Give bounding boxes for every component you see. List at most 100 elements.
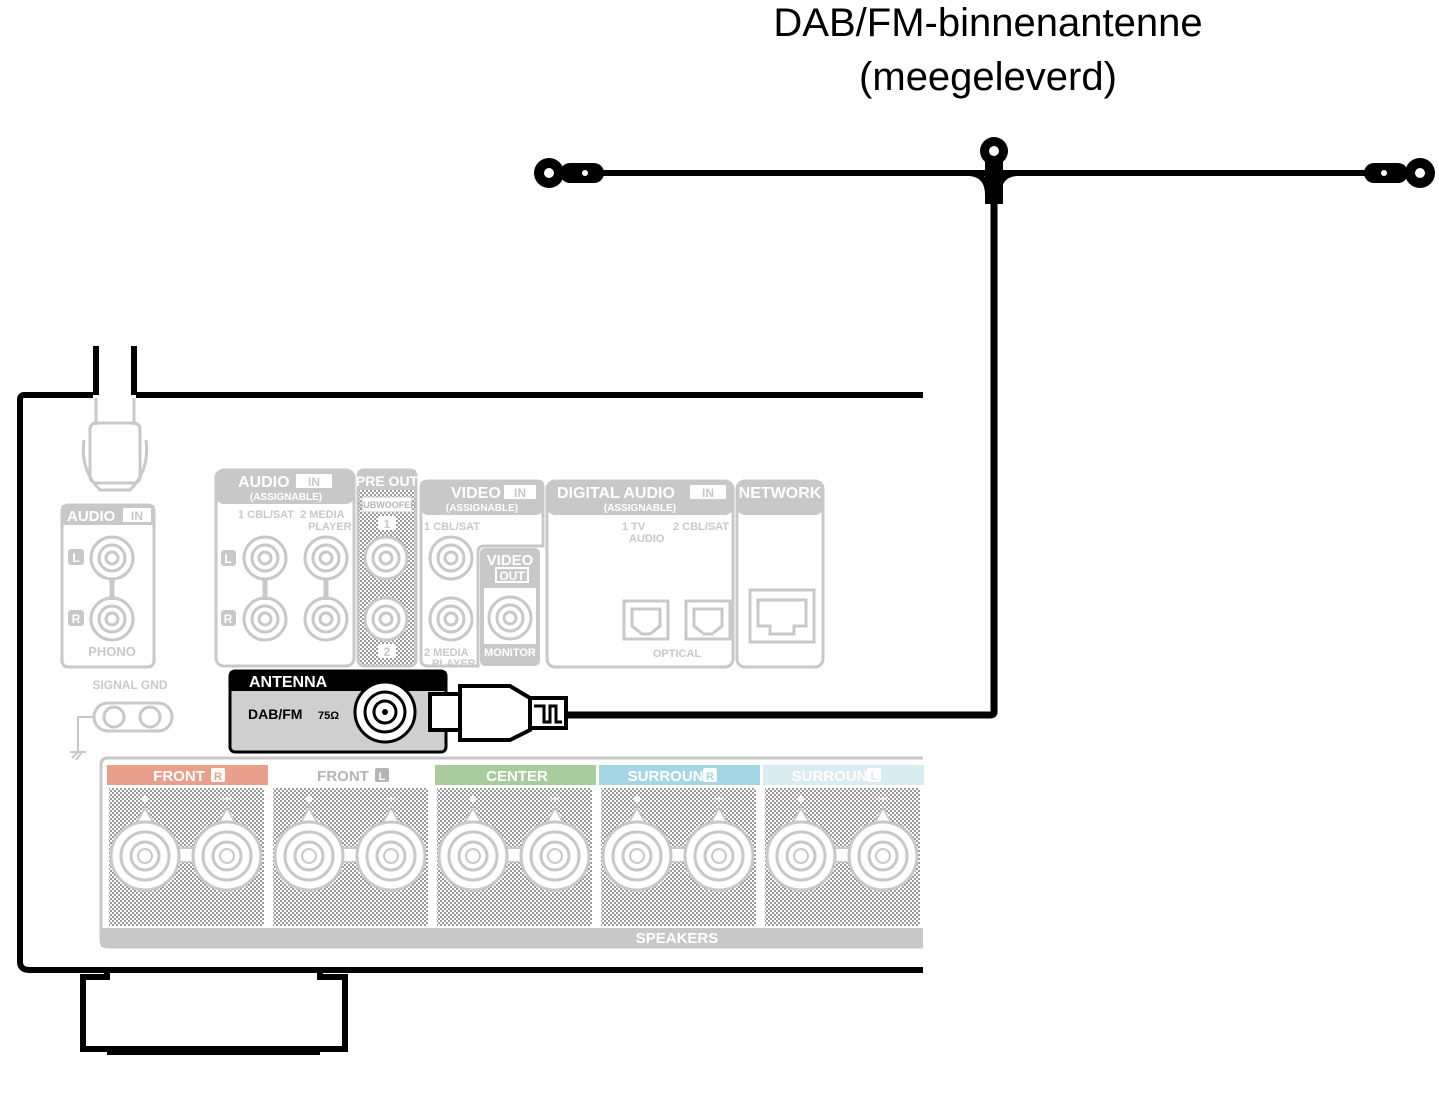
monitor-out-jack (487, 595, 533, 641)
speaker-channel-badge: L (379, 771, 386, 783)
audio-in-side-title: AUDIO (67, 508, 116, 525)
speaker-terminal-plus (273, 805, 345, 892)
speaker-minus-label: − (550, 791, 559, 808)
video-out-monitor-block: VIDEO OUT MONITOR (480, 548, 540, 666)
antenna-coax-jack (353, 680, 417, 744)
digital-audio-footer: OPTICAL (653, 648, 702, 660)
speaker-plus-label: + (140, 791, 149, 808)
video-in-col2a: 2 MEDIA (424, 647, 469, 659)
speaker-minus-label: − (878, 791, 887, 808)
pre-out-num1: 1 (384, 517, 391, 531)
audio-in-phono-block: AUDIO IN L R PHONO (60, 503, 156, 669)
video-in-col2b: PLAYER (432, 658, 476, 670)
audio-in-title: AUDIO (238, 474, 290, 491)
antenna-title: ANTENNA (249, 674, 328, 691)
audio-in-1-l-jack (242, 535, 288, 581)
network-title: NETWORK (739, 485, 822, 502)
video-in-block: VIDEO IN (ASSIGNABLE) 1 CBL/SAT 2 MEDIA … (419, 479, 545, 670)
video-in-title: VIDEO (451, 485, 501, 502)
audio-in-side-footer: PHONO (88, 644, 136, 659)
speaker-terminal-minus (683, 805, 755, 892)
speaker-minus-label: − (714, 791, 723, 808)
audio-in-1-r-jack (242, 596, 288, 642)
speaker-terminal-plus (109, 805, 181, 892)
pre-out-title: PRE OUT (356, 473, 419, 489)
video-in-col1: 1 CBL/SAT (424, 521, 480, 533)
speaker-minus-label: − (222, 791, 231, 808)
signal-gnd-label: SIGNAL GND (92, 678, 167, 692)
audio-in-right-label: R (224, 612, 233, 626)
speaker-channel-badge: R (214, 771, 222, 783)
video-in-2-jack (428, 596, 474, 642)
pre-out-sub: SUBWOOFER (357, 500, 417, 510)
dab-fm-indoor-antenna (534, 137, 1435, 719)
receiver-back-panel-outline (17, 346, 923, 1055)
speaker-channel-label: SURROUND (628, 768, 715, 785)
antenna-dab-fm-block: ANTENNA DAB/FM 75Ω (228, 669, 448, 754)
digital-audio-col2: 2 CBL/SAT (673, 521, 729, 533)
video-out-badge: OUT (499, 569, 525, 583)
audio-in-badge: IN (308, 475, 320, 489)
speaker-terminal-minus (191, 805, 263, 892)
digital-audio-title: DIGITAL AUDIO (557, 485, 675, 502)
antenna-label: DAB/FM (248, 706, 302, 722)
audio-in-2-r-jack (303, 596, 349, 642)
speaker-channel-label: FRONT (317, 768, 369, 785)
pre-out-subwoofer-block: PRE OUT SUBWOOFER 1 2 (356, 468, 419, 668)
digital-audio-col1a: 1 TV (622, 521, 646, 533)
audio-in-2-l-jack (303, 535, 349, 581)
speaker-channel-label: SURROUND (792, 768, 879, 785)
speaker-minus-label: − (386, 791, 395, 808)
audio-in-col1: 1 CBL/SAT (238, 509, 294, 521)
audio-in-side-left-label: L (72, 551, 79, 565)
caption-line2: (meegeleverd) (859, 55, 1117, 99)
digital-audio-col1b: AUDIO (629, 533, 665, 545)
phono-jack-right (89, 596, 135, 642)
video-in-1-jack (428, 535, 474, 581)
optical-1-port (622, 599, 670, 641)
speakers-footer: SPEAKERS (636, 930, 719, 947)
antenna-cable-plug (428, 684, 568, 742)
audio-in-sub: (ASSIGNABLE) (250, 492, 322, 503)
speaker-terminal-minus (519, 805, 591, 892)
speaker-channel-3: CENTER + − (435, 765, 596, 926)
phono-jack-left (89, 535, 135, 581)
speaker-channel-1: FRONT R + − (107, 765, 268, 926)
subwoofer-2-jack (363, 596, 409, 642)
speaker-channel-badge: R (706, 771, 714, 783)
antenna-impedance: 75Ω (318, 710, 339, 722)
signal-gnd-terminal: SIGNAL GND (70, 678, 174, 761)
audio-in-col2b: PLAYER (308, 521, 352, 533)
digital-audio-in-block: DIGITAL AUDIO IN (ASSIGNABLE) 1 TV AUDIO… (545, 479, 735, 669)
speaker-terminal-minus (355, 805, 427, 892)
pre-out-num2: 2 (384, 645, 391, 659)
audio-in-left-label: L (224, 552, 231, 566)
audio-in-col2a: 2 MEDIA (300, 509, 345, 521)
video-out-title: VIDEO (487, 552, 534, 569)
optical-2-port (684, 599, 732, 641)
speaker-terminal-plus (765, 805, 837, 892)
cable-strain-relief (81, 398, 149, 492)
video-out-footer: MONITOR (484, 647, 536, 659)
speaker-plus-label: + (796, 791, 805, 808)
speaker-channel-label: FRONT (153, 768, 205, 785)
video-in-badge: IN (514, 486, 526, 500)
caption-line1: DAB/FM-binnenantenne (773, 1, 1202, 45)
subwoofer-1-jack (363, 535, 409, 581)
speaker-channel-label: CENTER (486, 768, 548, 785)
network-block: NETWORK (735, 479, 825, 669)
speaker-terminal-plus (437, 805, 509, 892)
speaker-terminal-plus (601, 805, 673, 892)
digital-audio-badge: IN (702, 486, 714, 500)
speaker-terminal-minus (847, 805, 919, 892)
audio-in-side-right-label: R (72, 612, 81, 626)
digital-audio-sub: (ASSIGNABLE) (604, 503, 676, 514)
speaker-plus-label: + (468, 791, 477, 808)
audio-in-side-badge: IN (131, 509, 143, 523)
